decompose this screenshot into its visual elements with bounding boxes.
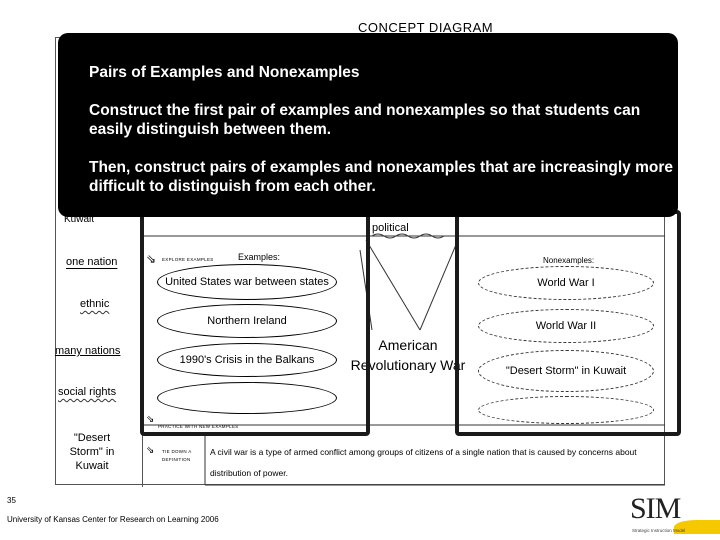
definition-text: A civil war is a type of armed conflict … [210, 447, 637, 478]
left-item-cutoff: Kuwait [64, 214, 95, 225]
page-number: 35 [7, 496, 16, 505]
logo-text: SIM [630, 492, 681, 525]
tie-definition-label: TIE DOWN A DEFINITION [162, 449, 192, 462]
example-oval-1: United States war between states [157, 264, 337, 300]
nonexamples-heading: Nonexamples: [543, 256, 595, 265]
political-label: political [372, 222, 409, 234]
practice-arrow-icon: ⇘ [146, 414, 155, 425]
nonexample-oval-3: "Desert Storm" in Kuwait [478, 350, 654, 392]
popup-title: Pairs of Examples and Nonexamples [89, 64, 360, 81]
footer-credit: University of Kansas Center for Research… [7, 515, 219, 524]
american-revolutionary-war-label: American Revolutionary War [350, 337, 466, 373]
slide-title: CONCEPT DIAGRAM [358, 20, 494, 35]
example-oval-2: Northern Ireland [157, 304, 337, 338]
left-item-ethnic: ethnic [80, 298, 110, 310]
example-oval-4 [157, 382, 337, 414]
popup-paragraph-2: Then, construct pairs of examples and no… [89, 159, 674, 195]
nonexample-oval-4 [478, 396, 654, 424]
logo-subtitle: Strategic Instruction Model [632, 528, 686, 533]
sim-logo: SIM Strategic Instruction Model [630, 492, 720, 540]
logo-swoosh-shape [674, 520, 720, 534]
nonexample-oval-2: World War II [478, 309, 654, 343]
practice-label: PRACTICE WITH NEW EXAMPLES [158, 424, 239, 429]
nonexamples-highlight-frame [455, 210, 681, 436]
left-item-many-nations: many nations [55, 345, 121, 357]
examples-heading: Examples: [238, 252, 281, 262]
left-item-one-nation: one nation [66, 256, 118, 268]
instruction-popup: Pairs of Examples and Nonexamples Constr… [58, 33, 678, 217]
examples-highlight-frame [140, 210, 370, 436]
tie-arrow-icon: ⇘ [146, 445, 155, 456]
example-oval-3: 1990's Crisis in the Balkans [157, 343, 337, 377]
popup-paragraph-1: Construct the first pair of examples and… [89, 102, 641, 138]
explore-examples-label: EXPLORE EXAMPLES [162, 257, 214, 262]
explore-arrow-icon: ⇘ [146, 252, 157, 266]
left-item-desert-storm: "Desert Storm" in Kuwait [69, 432, 115, 472]
left-item-social-rights: social rights [58, 386, 117, 398]
nonexample-oval-1: World War I [478, 266, 654, 300]
